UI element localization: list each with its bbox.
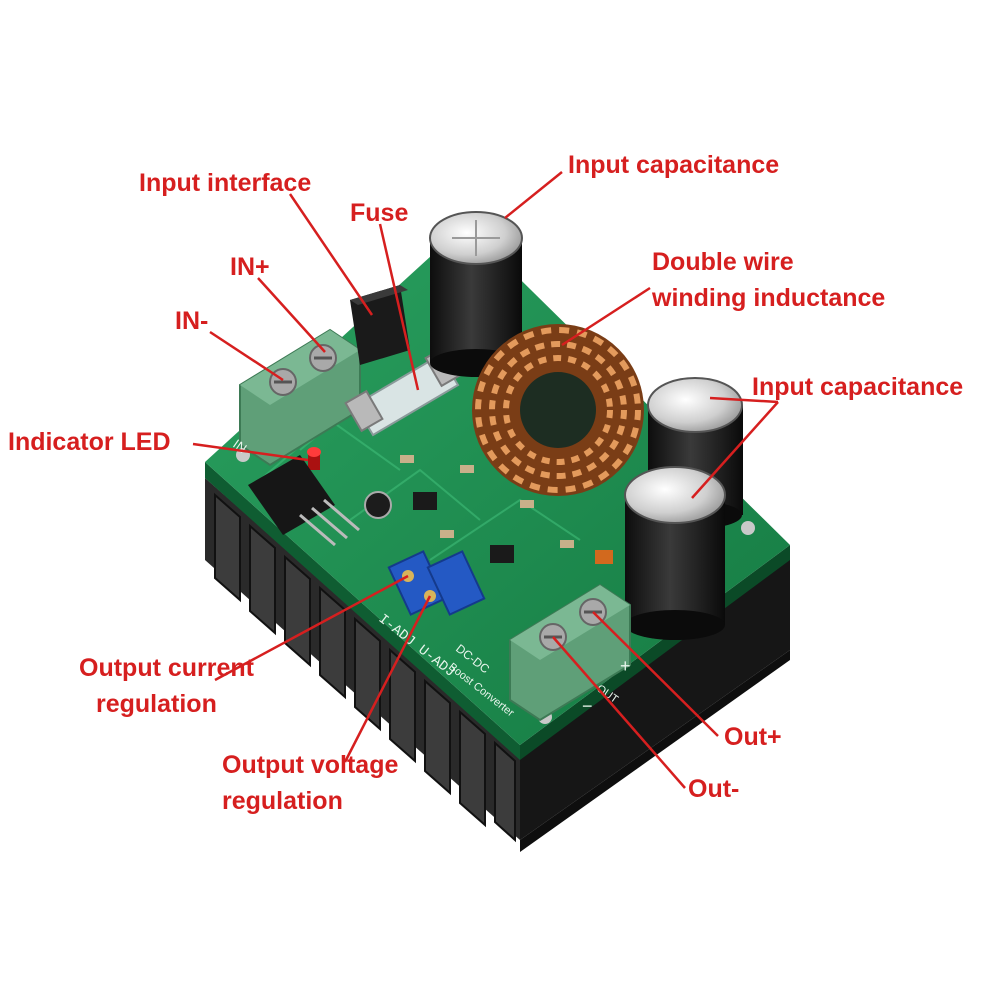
leader-output-voltage	[343, 595, 432, 763]
label-indicator-led: Indicator LED	[8, 428, 171, 456]
output-capacitor	[624, 466, 726, 640]
leader-indicator-led	[192, 442, 309, 462]
label-inductance-line1: Double wire	[652, 248, 794, 276]
small-components	[364, 455, 613, 564]
label-input-capacitance-right: Input capacitance	[752, 373, 964, 401]
leader-out-plus	[592, 611, 719, 737]
input-terminal-block: IN-	[230, 328, 361, 467]
label-fuse: Fuse	[350, 199, 409, 227]
leader-fuse	[378, 223, 420, 391]
heatsink	[205, 478, 790, 852]
label-out-plus: Out+	[724, 723, 782, 751]
leader-in-minus	[209, 330, 284, 382]
label-output-current-line2: regulation	[96, 690, 217, 718]
leader-input-capacitance-right-2	[691, 401, 779, 499]
leader-lines	[192, 171, 779, 789]
leader-input-capacitance-right-1	[709, 396, 779, 404]
input-capacitor-top	[429, 211, 523, 377]
label-output-current-line1: Output current	[79, 654, 254, 682]
label-input-interface: Input interface	[139, 169, 312, 197]
label-inductance-line2: winding inductance	[652, 284, 886, 312]
copper-windings	[475, 327, 641, 493]
leader-input-interface	[288, 193, 374, 316]
out-minus-marking: −	[582, 696, 593, 716]
out-plus-marking: +	[620, 656, 631, 676]
toroid-inductor	[472, 324, 644, 496]
heatsink-fins	[214, 492, 516, 843]
leader-output-current	[214, 574, 409, 682]
label-output-current: Output current regulation	[79, 650, 254, 722]
label-inductance: Double wire winding inductance	[652, 244, 885, 316]
label-out-minus: Out-	[688, 775, 740, 803]
label-in-plus: IN+	[230, 253, 270, 281]
leader-out-minus	[552, 636, 686, 789]
regulator-chip	[248, 455, 360, 547]
label-output-voltage-line2: regulation	[222, 787, 343, 815]
indicator-led	[307, 447, 321, 470]
leader-input-capacitance-top	[504, 171, 563, 219]
label-output-voltage: Output voltage regulation	[222, 747, 398, 819]
label-output-voltage-line1: Output voltage	[222, 751, 399, 779]
leader-in-plus	[257, 277, 326, 353]
label-in-minus: IN-	[175, 307, 209, 335]
leader-inductance	[561, 286, 651, 347]
label-input-capacitance-top: Input capacitance	[568, 151, 780, 179]
